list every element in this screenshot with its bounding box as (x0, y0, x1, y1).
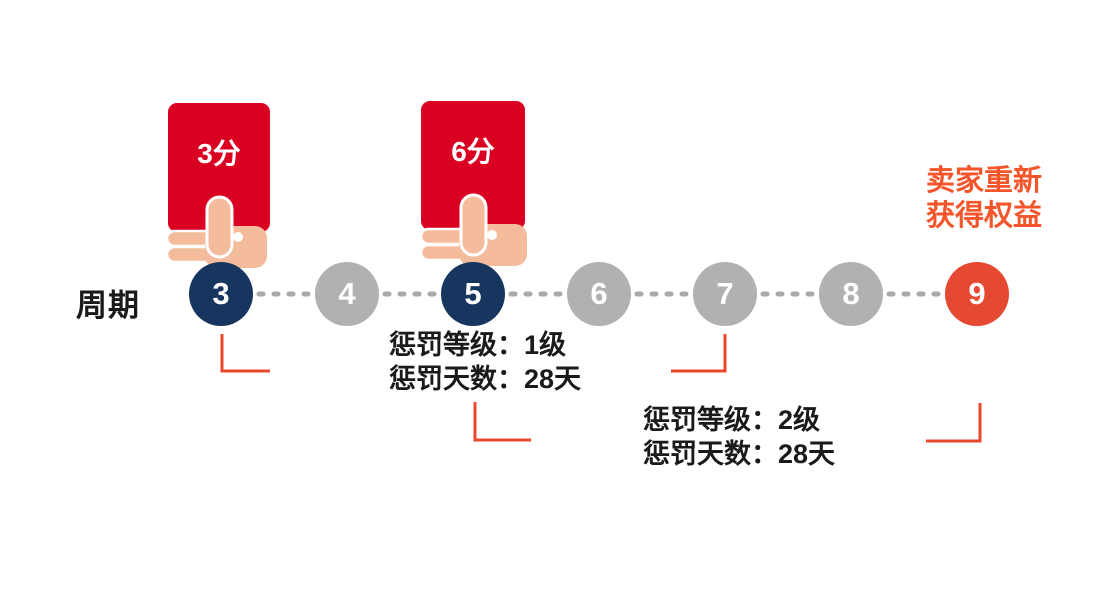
bracket-penalty2-start (473, 402, 531, 442)
cycle-node-8: 8 (819, 262, 883, 326)
red-card (421, 101, 525, 230)
red-card-3-group: 3分 (165, 103, 270, 268)
cycle-node-3: 3 (189, 262, 253, 326)
bracket-penalty1-end (671, 334, 727, 373)
cycle-node-value: 5 (464, 276, 482, 311)
cycle-node-value: 3 (212, 276, 230, 311)
cycle-node-value: 8 (842, 276, 860, 311)
bracket-penalty2-end (926, 403, 982, 443)
cycle-node-6: 6 (567, 262, 631, 326)
recovery-line-1: 卖家重新 (925, 165, 1042, 197)
penalty-days-line: 惩罚天数：28天 (389, 364, 582, 394)
penalty-level-1-annotation: 惩罚等级：1级 惩罚天数：28天 (389, 328, 581, 396)
red-card-6-group: 6分 (419, 101, 527, 266)
seller-recovery-label: 卖家重新 获得权益 (904, 164, 1064, 234)
red-card-label: 3分 (197, 138, 241, 169)
cycle-node-4: 4 (315, 262, 379, 326)
cycle-node-value: 6 (590, 276, 608, 311)
cycle-node-value: 4 (338, 276, 356, 311)
cycle-node-7: 7 (693, 262, 757, 326)
cycle-node-5: 5 (441, 262, 505, 326)
red-card-label: 6分 (451, 136, 495, 167)
hand-icon (165, 195, 267, 268)
penalty-days-line: 惩罚天数：28天 (643, 439, 836, 469)
penalty-level-line: 惩罚等级：2级 (643, 405, 821, 435)
cycle-node-9: 9 (945, 262, 1009, 326)
penalty-level-2-annotation: 惩罚等级：2级 惩罚天数：28天 (643, 403, 835, 471)
recovery-line-2: 获得权益 (925, 200, 1042, 232)
hand-icon (419, 193, 527, 266)
cycle-axis-label: 周期 (76, 288, 140, 323)
cycle-node-value: 9 (968, 276, 986, 311)
cycle-node-value: 7 (716, 276, 734, 311)
penalty-level-line: 惩罚等级：1级 (389, 330, 567, 360)
bracket-penalty1-start (220, 334, 270, 373)
red-card (168, 103, 270, 232)
